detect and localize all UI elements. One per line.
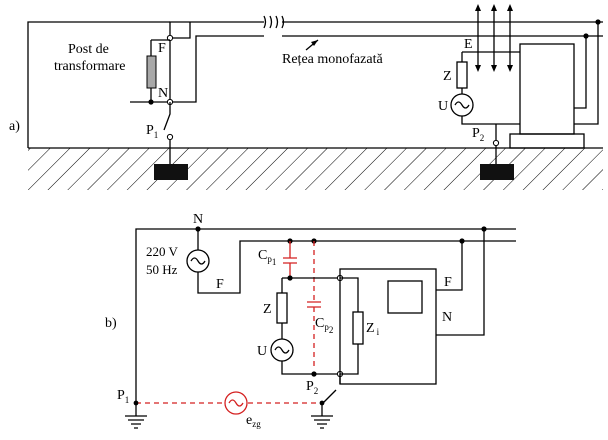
phase-label: F: [158, 41, 166, 56]
source-label: U: [257, 344, 267, 359]
diagram-b: b) N 220 V 50 Hz F Cp1 Cp2 Z: [105, 212, 516, 429]
line-break-mark: [263, 15, 273, 29]
ground-point-2-label: P2: [306, 379, 318, 396]
neutral-label: N: [193, 212, 203, 227]
station-label-line2: transformare: [54, 59, 126, 74]
impedance-label: Z: [263, 302, 272, 317]
right-phase-label: F: [444, 275, 452, 290]
impedance-z: [456, 61, 468, 89]
ground-symbol-1: [125, 415, 147, 429]
equipment-enclosure: [339, 268, 437, 385]
noise-source-label: ezg: [246, 413, 261, 429]
impedance-label: Z: [443, 69, 452, 84]
ground-electrode-2: [480, 164, 514, 180]
equipment-enclosure: [519, 43, 575, 135]
cap2-label: Cp2: [315, 316, 333, 335]
equipment-display: [387, 280, 423, 314]
noise-source-ezg: [224, 391, 248, 415]
neutral-label: N: [158, 86, 168, 101]
station-label-line1: Post de: [68, 42, 109, 57]
ground-point-2-label: P2: [472, 126, 484, 143]
diagram-b-label: b): [105, 316, 117, 331]
ground-point-1-label: P1: [146, 123, 158, 140]
ground-point-1-label: P1: [117, 388, 129, 405]
ground-electrode-1: [154, 164, 188, 180]
voltage-label: 220 V: [146, 244, 179, 259]
cap1-label: Cp1: [258, 248, 276, 267]
transformer-winding: [146, 55, 157, 89]
internal-impedance: [352, 311, 364, 345]
equipment-base: [509, 133, 585, 149]
diagram-a: Post de transformare F N P1 Rețea monofa…: [9, 4, 603, 190]
earth-ground: [28, 148, 603, 190]
ground-symbol-2: [311, 415, 333, 429]
earth-label: E: [464, 37, 473, 52]
impedance-z: [276, 292, 288, 324]
phase-label: F: [216, 277, 224, 292]
frequency-label: 50 Hz: [146, 262, 178, 277]
source-label: U: [438, 99, 448, 114]
network-label: Rețea monofazată: [282, 52, 383, 67]
bidirectional-arrows: [475, 4, 513, 72]
diagram-a-label: a): [9, 119, 20, 134]
right-neutral-label: N: [442, 310, 452, 325]
